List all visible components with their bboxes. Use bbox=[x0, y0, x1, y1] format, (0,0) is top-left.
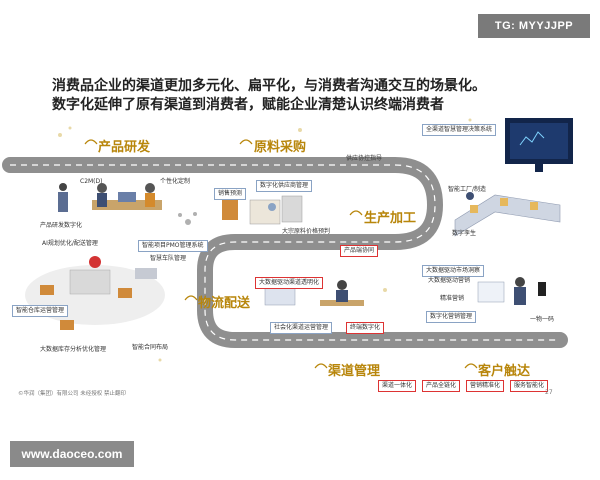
label-market-insight: 大数据驱动市场洞察 bbox=[422, 265, 485, 277]
label-warehouse-ops: 智能仓库运营管理 bbox=[12, 305, 69, 317]
label-data-driven-marketing: 大数据驱动营销 bbox=[428, 277, 471, 284]
label-smart-pmo: 智能项目PMO管理系统 bbox=[138, 240, 208, 252]
watermark-bottom: www.daoceo.com bbox=[10, 441, 134, 467]
copyright-footer: ©华润（集团）有限公司 未经授权 禁止翻印 bbox=[18, 391, 126, 397]
label-social-channel-ops: 社会化渠道运营管理 bbox=[270, 322, 333, 334]
label-one-item-one-code: 一物一码 bbox=[530, 316, 555, 323]
customer-illustration bbox=[477, 277, 546, 305]
label-channel-transparency: 大数据驱动渠道透明化 bbox=[255, 277, 324, 289]
label-personalization: 个性化定制 bbox=[160, 178, 191, 185]
phase-raw-material: 原料采购 bbox=[254, 140, 307, 155]
phase-product-rd: 产品研发 bbox=[98, 140, 151, 155]
label-terminal-digitization: 终端数字化 bbox=[346, 322, 385, 334]
label-smart-contract: 智能合同布局 bbox=[132, 344, 169, 351]
label-sales-forecast: 销售预测 bbox=[214, 188, 247, 200]
dashboard-screen bbox=[505, 118, 573, 172]
road-path bbox=[2, 157, 568, 348]
watermark-top: TG: MYYJJPP bbox=[478, 14, 590, 38]
rd-scene-illustration bbox=[58, 183, 197, 225]
label-c2m: C2M(D) bbox=[80, 178, 103, 185]
headline-line-1: 消费品企业的渠道更加多元化、扁平化，与消费者沟通交互的场景化。 bbox=[52, 78, 486, 94]
legend-item-2: 产品全链化 bbox=[422, 380, 461, 392]
phase-channel: 渠道管理 bbox=[328, 364, 381, 379]
raw-material-illustration bbox=[222, 195, 303, 225]
legend-item-1: 渠道一体化 bbox=[378, 380, 417, 392]
legend-item-3: 营销精准化 bbox=[466, 380, 505, 392]
headline-line-2: 数字化延伸了原有渠道到消费者，赋能企业清楚认识终端消费者 bbox=[52, 97, 444, 113]
page-number: 27 bbox=[545, 389, 553, 396]
decor-dots bbox=[58, 118, 472, 362]
label-digital-marketing: 数字化营销管理 bbox=[426, 311, 477, 323]
legend-item-4: 服务智能化 bbox=[510, 380, 549, 392]
label-rd-digitization: 产品研发数字化 bbox=[40, 222, 83, 229]
label-smart-fleet: 智慧车队管理 bbox=[150, 255, 187, 262]
label-ai-planning: AI规划优化/配送管理 bbox=[42, 240, 98, 247]
label-inventory-analytics: 大数据库存分析优化管理 bbox=[40, 346, 107, 353]
label-bulk-price-forecast: 大宗原料价格预判 bbox=[282, 228, 331, 235]
label-supply-coordination: 供应协控指导 bbox=[346, 155, 383, 162]
phase-icons bbox=[84, 139, 478, 369]
label-decision-system: 全渠道智慧管理决策系统 bbox=[422, 124, 497, 136]
label-precision-marketing: 精准营销 bbox=[440, 295, 465, 302]
phase-production: 生产加工 bbox=[364, 211, 417, 226]
label-supplier-mgmt: 数字化供应商管理 bbox=[256, 180, 313, 192]
label-digital-twin: 数字孪生 bbox=[452, 230, 477, 237]
label-smart-factory: 智能工厂/制造 bbox=[448, 186, 487, 193]
factory-illustration bbox=[454, 192, 561, 237]
phase-logistics: 物流配送 bbox=[198, 296, 251, 311]
label-production-coordination: 产品端协同 bbox=[340, 245, 379, 257]
phase-customer: 客户触达 bbox=[478, 364, 531, 379]
warehouse-illustration bbox=[25, 256, 165, 330]
